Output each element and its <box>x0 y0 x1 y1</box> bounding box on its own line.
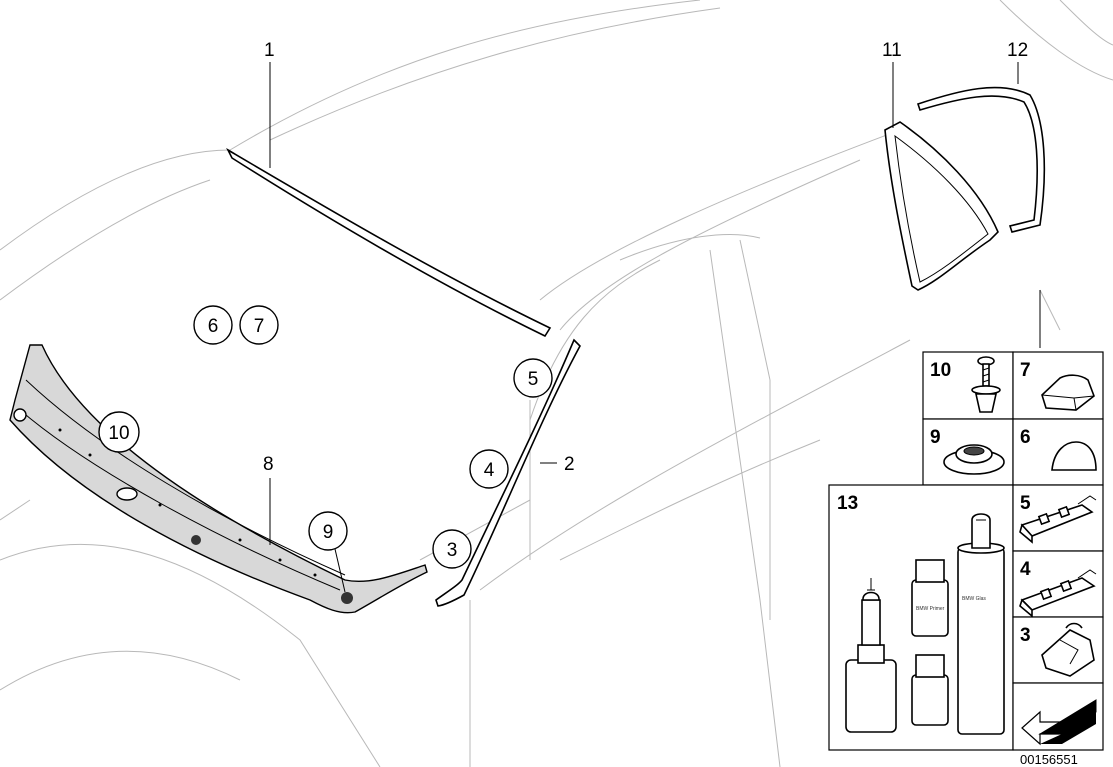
svg-text:BMW Primer: BMW Primer <box>916 606 945 612</box>
legend-label-6: 6 <box>1020 427 1031 448</box>
svg-text:5: 5 <box>528 369 539 390</box>
svg-text:9: 9 <box>323 522 334 543</box>
circled-callout-9: 9 <box>308 511 348 551</box>
cowl-hole <box>116 487 138 501</box>
callout-1: 1 <box>264 40 275 61</box>
rubber-block-icon <box>1041 374 1095 411</box>
legend-label-4: 4 <box>1020 559 1031 580</box>
upper-windscreen-seal <box>226 147 552 338</box>
circled-callout-6: 6 <box>193 305 233 345</box>
circled-callout-5: 5 <box>513 358 553 398</box>
callout-8: 8 <box>263 454 274 475</box>
applicator-icon <box>845 659 897 733</box>
leader-lines <box>269 62 1041 545</box>
clip-5-icon <box>1019 495 1097 544</box>
circled-callout-7: 7 <box>239 305 279 345</box>
legend-label-13: 13 <box>837 493 858 514</box>
circled-callout-3: 3 <box>432 529 472 569</box>
svg-text:10: 10 <box>108 423 129 444</box>
svg-text:4: 4 <box>484 460 495 481</box>
cowl-panel <box>9 344 428 614</box>
cowl-grommet <box>341 592 353 604</box>
legend-label-5: 5 <box>1020 493 1031 514</box>
circled-callout-10: 10 <box>98 411 140 453</box>
svg-text:6: 6 <box>208 316 219 337</box>
legend-label-9: 9 <box>930 427 941 448</box>
circled-callout-4: 4 <box>469 449 509 489</box>
adhesive-kit-illustration: BMW Glas BMW Primer <box>845 513 1005 735</box>
rear-window-frame-seal <box>916 86 1046 233</box>
callout-11: 11 <box>882 40 902 61</box>
svg-text:7: 7 <box>254 316 265 337</box>
dome-cap-icon <box>1051 441 1097 471</box>
callout-2: 2 <box>564 454 575 475</box>
svg-text:3: 3 <box>447 540 458 561</box>
adhesive-cartridge-icon <box>957 547 1005 735</box>
grommet-icon <box>943 444 1005 475</box>
svg-text:BMW Glas: BMW Glas <box>962 596 986 602</box>
legend-label-7: 7 <box>1020 360 1031 381</box>
drawing-number: 00156551 <box>1020 752 1078 767</box>
cowl-hole <box>13 408 27 422</box>
legend-label-10: 10 <box>930 360 951 381</box>
clip-4-icon <box>1019 569 1097 618</box>
legend-cell-10 <box>922 351 1014 420</box>
cowl-hole <box>191 535 201 545</box>
bracket-clip-icon <box>1041 622 1095 677</box>
a-pillar-seal <box>435 338 581 607</box>
callout-12: 12 <box>1007 40 1028 61</box>
legend-grid: 10 7 9 6 13 5 4 3 <box>828 351 1104 767</box>
legend-label-3: 3 <box>1020 625 1031 646</box>
quarter-window <box>884 121 999 291</box>
direction-arrow-icon <box>1021 699 1097 746</box>
screw-clip-icon <box>971 356 1001 413</box>
activator-bottle-icon <box>911 674 949 726</box>
